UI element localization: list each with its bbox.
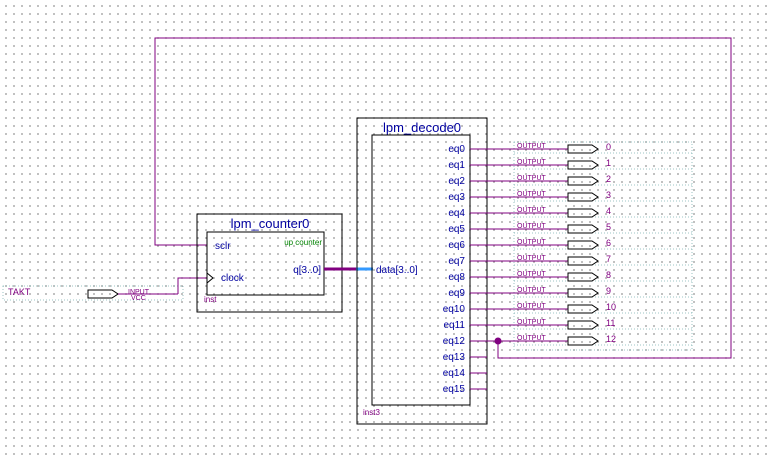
output-pin[interactable]: OUTPUT 5	[517, 222, 611, 234]
decoder-port-eq: eq8	[448, 272, 465, 283]
output-pin-type: OUTPUT	[517, 335, 547, 342]
counter-title: lpm_counter0	[231, 216, 310, 231]
output-pin-shape[interactable]	[567, 320, 599, 330]
counter-mode: up counter	[284, 238, 322, 247]
output-pin-type: OUTPUT	[517, 239, 547, 246]
decoder-port-eq: eq15	[443, 384, 466, 395]
output-pin-shape[interactable]	[567, 336, 599, 346]
output-pin-name: 3	[606, 190, 611, 200]
output-pin[interactable]: OUTPUT 8	[517, 270, 611, 282]
output-pins-frame	[513, 141, 693, 351]
output-pin[interactable]: OUTPUT 11	[517, 318, 615, 330]
decoder-title: lpm_decode0	[383, 120, 461, 135]
output-pin-shape[interactable]	[567, 224, 599, 234]
decoder-port-eq: eq13	[443, 352, 466, 363]
output-pin-shape[interactable]	[567, 240, 599, 250]
output-pin-shape[interactable]	[567, 256, 599, 266]
output-pin-shape[interactable]	[567, 304, 599, 314]
decoder-instance: inst3	[363, 408, 380, 417]
output-pin-type: OUTPUT	[517, 319, 547, 326]
output-pin-name: 10	[606, 302, 616, 312]
output-pin-shape[interactable]	[567, 176, 599, 186]
decoder-outputs: eq0 eq1 eq2 eq3 eq4 eq5 eq6 eq7 eq8 eq9 …	[443, 144, 466, 395]
counter-port-sclr: sclr	[215, 241, 231, 252]
output-pin-type: OUTPUT	[517, 255, 547, 262]
output-pin[interactable]: OUTPUT 7	[517, 254, 611, 266]
output-pin-type: OUTPUT	[517, 159, 547, 166]
output-pin-shape[interactable]	[567, 192, 599, 202]
counter-instance: inst	[204, 295, 217, 304]
input-pin-name: TAKT	[8, 287, 31, 297]
decoder-port-eq: eq11	[443, 320, 465, 331]
output-pin[interactable]: OUTPUT 4	[517, 206, 611, 218]
output-pin-name: 7	[606, 254, 611, 264]
output-wires	[470, 148, 692, 346]
output-pin-type: OUTPUT	[517, 271, 547, 278]
output-pin-shape[interactable]	[567, 288, 599, 298]
counter-port-clock: clock	[221, 273, 245, 284]
decoder-port-eq: eq12	[443, 336, 466, 347]
input-pin-default: VCC	[131, 295, 146, 302]
output-pin[interactable]: OUTPUT 0	[517, 142, 611, 154]
decoder-port-eq: eq10	[443, 304, 466, 315]
output-pin-shape[interactable]	[567, 208, 599, 218]
output-pin-name: 4	[606, 206, 611, 216]
input-pin-takt[interactable]	[2, 277, 207, 301]
decoder-port-eq: eq1	[448, 160, 465, 171]
decoder-port-eq: eq14	[443, 368, 466, 379]
output-pin-name: 8	[606, 270, 611, 280]
decoder-port-eq: eq5	[448, 224, 465, 235]
output-pin-type: OUTPUT	[517, 287, 547, 294]
output-pin-name: 1	[606, 158, 611, 168]
output-pin[interactable]: OUTPUT 6	[517, 238, 611, 250]
counter-block[interactable]	[196, 213, 343, 313]
output-pin-name: 0	[606, 142, 611, 152]
output-pin-shape[interactable]	[567, 272, 599, 282]
output-pin[interactable]: OUTPUT 1	[517, 158, 611, 170]
output-pin[interactable]: OUTPUT 3	[517, 190, 611, 202]
decoder-port-eq: eq6	[448, 240, 465, 251]
decoder-port-eq: eq3	[448, 192, 465, 203]
output-pin-type: OUTPUT	[517, 303, 547, 310]
decoder-port-data: data[3..0]	[376, 265, 418, 276]
output-pin-name: 12	[606, 334, 616, 344]
output-pin-type: OUTPUT	[517, 175, 547, 182]
output-pin-name: 5	[606, 222, 611, 232]
output-pin-name: 9	[606, 286, 611, 296]
output-pin-shape[interactable]	[567, 160, 599, 170]
output-pin-name: 6	[606, 238, 611, 248]
input-pin-type: INPUT	[128, 289, 150, 296]
output-pin[interactable]: OUTPUT 9	[517, 286, 611, 298]
output-pin[interactable]: OUTPUT 2	[517, 174, 611, 186]
decoder-port-eq: eq7	[448, 256, 465, 267]
decoder-unused-stubs	[470, 356, 487, 390]
output-pin-type: OUTPUT	[517, 191, 547, 198]
decoder-port-eq: eq4	[448, 208, 465, 219]
decoder-port-eq: eq9	[448, 288, 465, 299]
output-pin-type: OUTPUT	[517, 207, 547, 214]
decoder-port-eq: eq0	[448, 144, 465, 155]
output-pin[interactable]: OUTPUT 12	[517, 334, 616, 346]
decoder-block[interactable]	[356, 117, 488, 425]
counter-port-q: q[3..0]	[293, 265, 321, 276]
output-pin-shape[interactable]	[567, 144, 599, 154]
output-pin-name: 2	[606, 174, 611, 184]
decoder-port-eq: eq2	[448, 176, 465, 187]
feedback-wire[interactable]	[154, 37, 732, 359]
output-pin-name: 11	[606, 318, 615, 328]
output-pin-type: OUTPUT	[517, 223, 547, 230]
output-pin[interactable]: OUTPUT 10	[517, 302, 616, 314]
output-pin-type: OUTPUT	[517, 143, 547, 150]
